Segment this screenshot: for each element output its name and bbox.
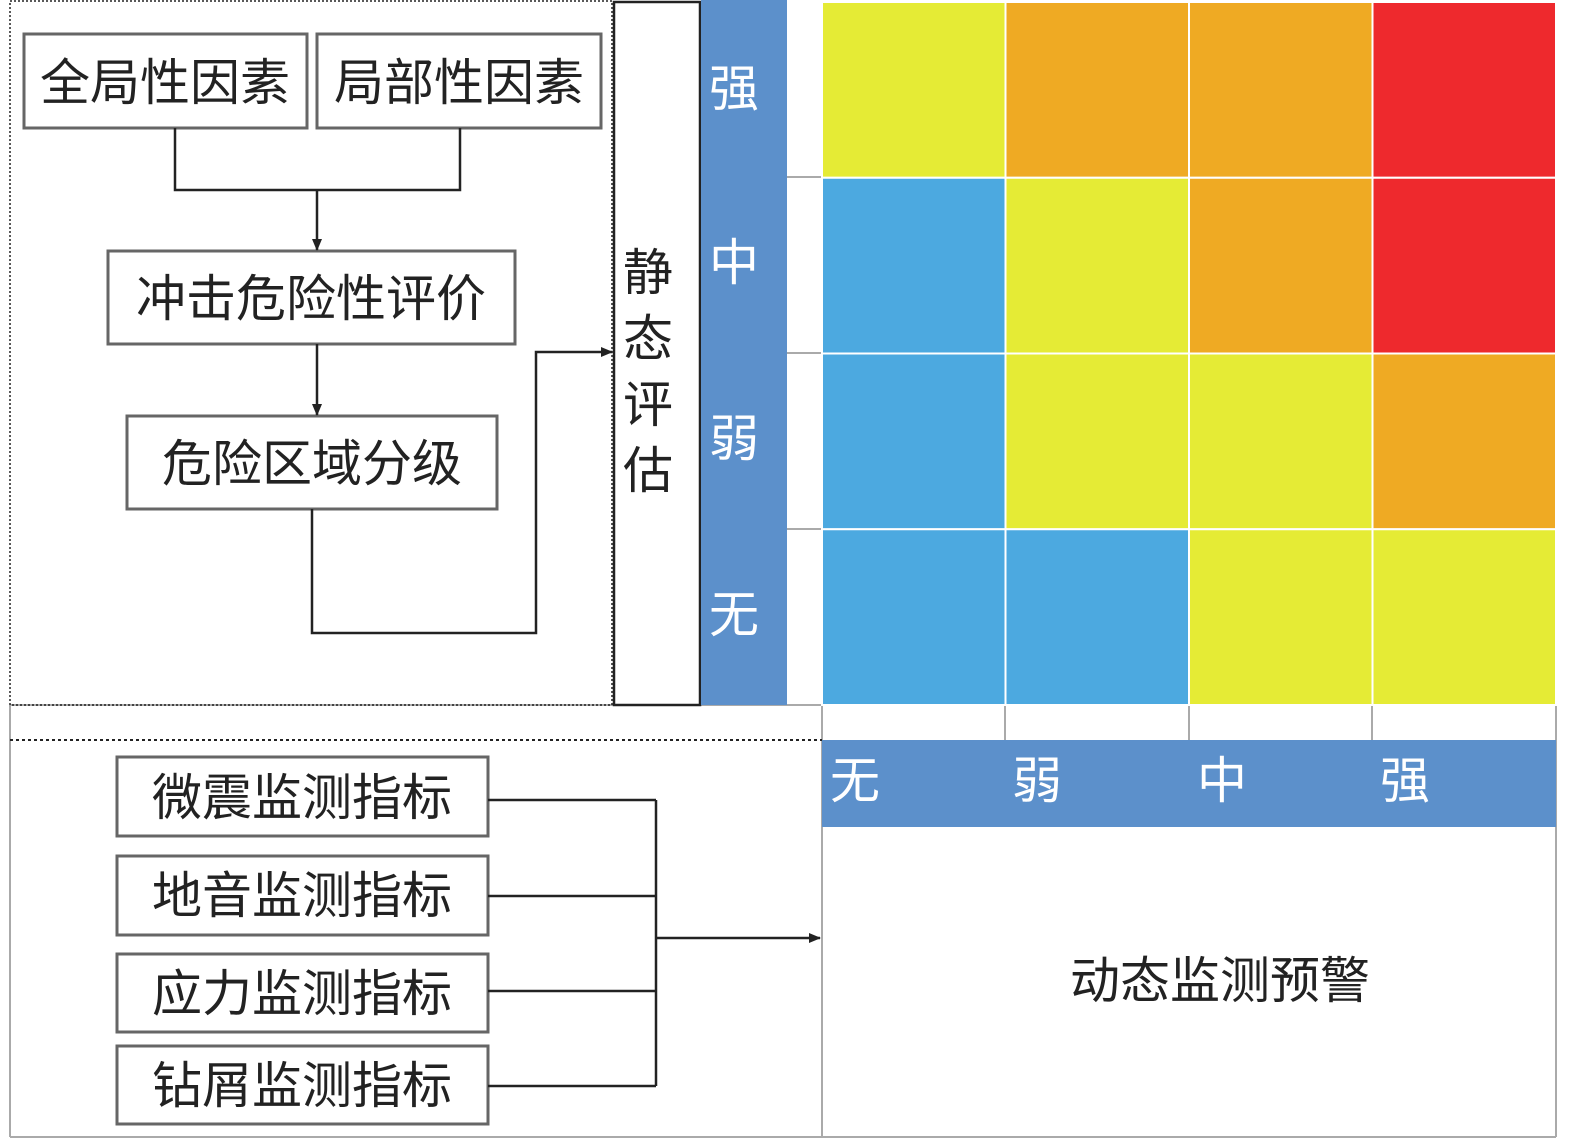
impact-risk-evaluation-box <box>106 249 517 346</box>
static-assessment-char: 评 <box>623 377 673 433</box>
dynamic-warning-label: 动态监测预警 <box>1070 953 1370 1009</box>
x-axis-band <box>822 740 1556 827</box>
matrix-cell-弱-弱 <box>1004 352 1190 531</box>
matrix-cell-中-中 <box>1188 176 1374 355</box>
global-factors-label: 全局性因素 <box>40 55 290 111</box>
y-axis-label: 中 <box>709 235 759 291</box>
x-axis-label: 强 <box>1380 753 1430 809</box>
matrix-cell-弱-无 <box>821 352 1007 531</box>
dynamic-connectors <box>488 798 821 1088</box>
matrix-cell-强-弱 <box>1004 1 1190 179</box>
acoustic-indicator-box <box>115 854 490 937</box>
matrix-cell-无-中 <box>1188 528 1374 706</box>
stress-indicator-box <box>115 952 490 1034</box>
matrix-cell-弱-强 <box>1371 352 1557 531</box>
impact-risk-evaluation-label: 冲击危险性评价 <box>136 271 486 327</box>
static-assessment-char: 静 <box>623 245 673 301</box>
matrix-cell-中-弱 <box>1004 176 1190 355</box>
matrix-cell-中-无 <box>821 176 1007 355</box>
x-axis-label: 中 <box>1197 753 1247 809</box>
microseismic-indicator-box <box>115 755 490 838</box>
indicator-label: 应力监测指标 <box>152 966 452 1022</box>
matrix-cell-强-强 <box>1371 1 1557 179</box>
local-factors-label: 局部性因素 <box>334 55 584 111</box>
static-connectors <box>173 128 613 635</box>
indicator-label: 地音监测指标 <box>152 868 452 924</box>
matrix-cell-无-无 <box>821 528 1007 706</box>
static-assessment-char: 态 <box>623 311 673 367</box>
matrix-cell-中-强 <box>1371 176 1557 355</box>
matrix-cell-强-无 <box>821 1 1007 179</box>
y-axis-label: 弱 <box>709 411 759 467</box>
matrix-cell-强-中 <box>1188 1 1374 179</box>
x-axis-label: 弱 <box>1012 753 1062 809</box>
indicator-label: 微震监测指标 <box>152 770 452 826</box>
matrix-cell-弱-中 <box>1188 352 1374 531</box>
local-factors-box <box>315 32 603 130</box>
matrix-cell-无-弱 <box>1004 528 1190 706</box>
static-assessment-char: 估 <box>623 443 673 499</box>
static-assessment-box <box>612 0 702 707</box>
y-axis-label: 无 <box>709 587 759 643</box>
x-axis-label: 无 <box>830 753 880 809</box>
risk-zone-grading-label: 危险区域分级 <box>162 436 462 492</box>
matrix-cell-无-强 <box>1371 528 1557 706</box>
risk-zone-grading-box <box>125 414 499 511</box>
global-factors-box <box>22 32 309 130</box>
y-axis-label: 强 <box>709 61 759 117</box>
indicator-label: 钻屑监测指标 <box>152 1058 452 1114</box>
drill-cuttings-indicator-box <box>115 1044 490 1126</box>
y-axis-band <box>701 0 787 705</box>
risk-matrix <box>821 1 1557 706</box>
